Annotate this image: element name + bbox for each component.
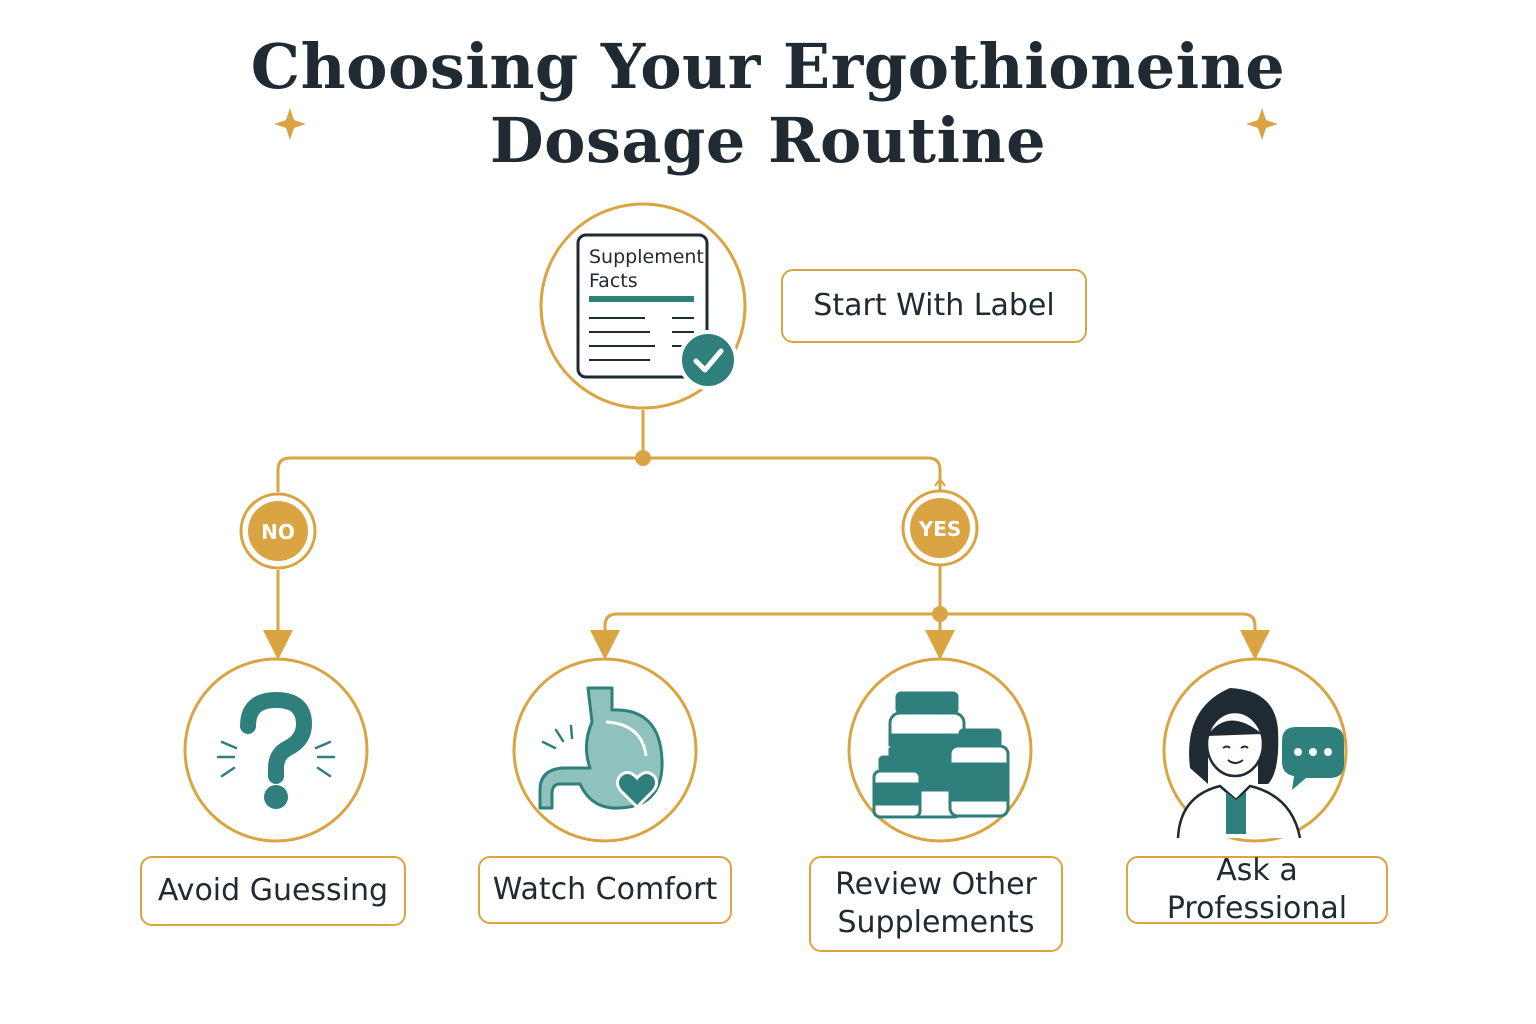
title-line-2: Dosage Routine (489, 104, 1047, 177)
review-supplements-label-2: Supplements (837, 905, 1035, 940)
review-supplements-label-1: Review Other (835, 867, 1037, 902)
check-icon (678, 330, 738, 390)
doctor-icon (1176, 688, 1302, 839)
chat-bubble-icon (1282, 727, 1344, 790)
outcome-circle-watch-comfort (512, 657, 698, 843)
yes-badge: YES (901, 489, 979, 567)
outcome-circle-ask-professional (1162, 657, 1348, 843)
outcome-circle-review-supplements (847, 657, 1033, 843)
junction-dot-top (635, 450, 651, 466)
sparkle-small-icon (877, 740, 891, 754)
caret-mark (934, 478, 946, 487)
sparkle-icon-left (274, 108, 306, 140)
start-label-box: Start With Label (781, 269, 1087, 343)
watch-comfort-box: Watch Comfort (478, 856, 732, 924)
sparkle-icon-right (1246, 108, 1278, 140)
avoid-guessing-box: Avoid Guessing (140, 856, 406, 926)
ask-professional-box: Ask a Professional (1126, 853, 1388, 926)
page-title: Choosing Your Ergothioneine Dosage Routi… (0, 30, 1536, 178)
connector-lines (263, 410, 1270, 660)
no-badge: NO (239, 492, 317, 570)
title-line-1: Choosing Your Ergothioneine (250, 30, 1286, 103)
bottles-icon (872, 691, 1010, 819)
watch-comfort-label: Watch Comfort (492, 872, 718, 907)
heart-icon (615, 771, 659, 810)
stomach-icon (538, 686, 664, 810)
supplement-facts-icon: Supplement Facts (576, 233, 709, 379)
outcome-circle-avoid-guessing (183, 657, 369, 843)
ask-professional-label: Ask a Professional (1166, 853, 1348, 926)
no-label: NO (261, 520, 295, 544)
avoid-guessing-label: Avoid Guessing (157, 873, 389, 908)
card-line-1: Supplement (589, 246, 704, 268)
review-supplements-box: Review Other Supplements (809, 856, 1063, 952)
start-label: Start With Label (813, 288, 1055, 323)
start-node: Supplement Facts (539, 202, 747, 410)
question-mark-icon (216, 691, 336, 809)
yes-label: YES (918, 517, 962, 541)
card-line-2: Facts (589, 270, 638, 292)
junction-dot-yes (932, 606, 948, 622)
